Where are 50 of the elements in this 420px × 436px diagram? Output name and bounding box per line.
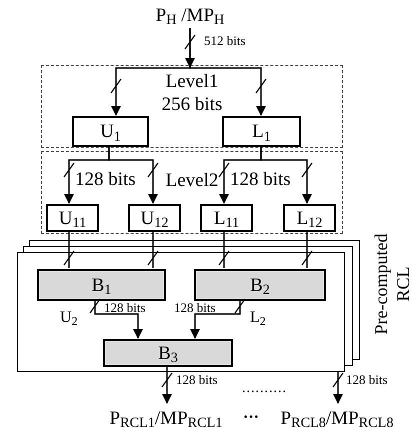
block-label: B$_{3}$ [158,344,178,362]
block-box [194,269,326,301]
group-label: Level1 [166,71,218,92]
ellipsis-dots: .......... [242,381,287,396]
block-box [72,116,149,147]
dashed-group-box [41,65,343,148]
bus-arrow [148,231,158,268]
signal-name: P$_{RCL1}$/MP$_{RCL1}$ [109,408,222,428]
bus-arrow [302,231,312,268]
block-box [283,204,336,232]
block-box [200,204,253,232]
bus-arrow [90,298,143,339]
stacked-card [17,252,345,372]
bus-arrow [190,298,246,339]
block-box [103,339,233,367]
group-label: Level2 [166,170,218,191]
signal-label: L$_{2}$ [250,309,266,326]
block-label: U$_{12}$ [140,208,168,228]
edge-label: 128 bits [346,372,388,387]
block-label: U$_{1}$ [100,122,121,141]
signal-name: P$_{RCL8}$/MP$_{RCL8}$ [280,408,394,428]
bus-arrow [162,366,172,404]
block-label: L$_{12}$ [296,208,322,228]
group-label: 256 bits [162,94,222,115]
edge-label: 128 bits [104,300,146,315]
block-label: B$_{2}$ [250,276,270,294]
signal-label: U$_{2}$ [60,309,78,326]
block-box [37,269,166,301]
edge-label: 512 bits [204,33,246,48]
signal-name: P$_{H}$ /MP$_{H}$ [156,6,224,24]
block-box [46,204,99,232]
block-label: L$_{1}$ [252,122,271,141]
edge-label: 128 bits [75,169,136,190]
bus-arrow [64,231,74,268]
bus-arrow [108,146,158,204]
bus-arrow [260,146,312,204]
stack-caption: Pre-computed RCL [370,232,414,336]
block-box [128,204,181,232]
bus-arrow [332,372,344,404]
block-label: B$_{1}$ [92,276,112,294]
bus-arrow [189,28,266,116]
ellipsis-dots: ··· [243,409,260,426]
edge-label: 128 bits [230,169,291,190]
dashed-group-box [41,151,343,234]
edge-label: 128 bits [176,372,218,387]
block-box [222,116,301,147]
edge-label: 128 bits [174,300,216,315]
block-label: U$_{11}$ [58,208,86,228]
block-label: L$_{11}$ [214,208,240,228]
bus-arrow [218,231,230,268]
